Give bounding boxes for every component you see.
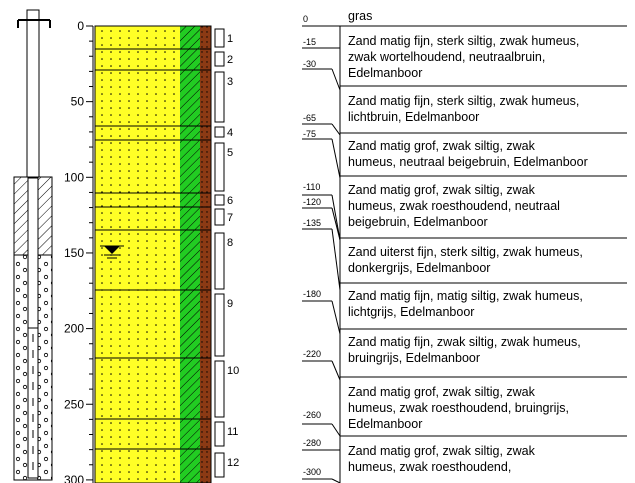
sample-number: 1 [227, 33, 233, 45]
depth-label: -110 [303, 182, 320, 192]
sample-marker [214, 142, 225, 192]
layer-description: Zand uiterst fijn, sterk siltig, zwak hu… [348, 245, 583, 259]
sample-marker [214, 293, 225, 357]
layer-description: lichtgrijs, Edelmanboor [348, 305, 474, 319]
sample-number: 5 [227, 147, 233, 159]
sample-marker [214, 232, 225, 290]
layer-description: Edelmanboor [348, 66, 422, 80]
sample-number: 4 [227, 127, 233, 139]
layer-description: humeus, zwak roesthoudend, bruingrijs, [348, 401, 569, 415]
depth-label: -180 [303, 289, 321, 299]
depth-label: -75 [303, 129, 316, 139]
layer-description: Edelmanboor [348, 417, 422, 431]
depth-tick-label: 0 [77, 19, 84, 33]
sample-marker [214, 51, 225, 67]
depth-tick-label: 200 [64, 322, 84, 336]
depth-label: -30 [303, 59, 316, 69]
sample-number: 2 [227, 54, 233, 66]
depth-label: -135 [303, 218, 321, 228]
layer-description: Zand matig fijn, matig siltig, zwak hume… [348, 289, 583, 303]
layer-description: Zand matig grof, zwak siltig, zwak [348, 183, 536, 197]
depth-label: -260 [303, 410, 321, 420]
layer-description: Zand matig grof, zwak siltig, zwak [348, 385, 536, 399]
sample-marker [214, 194, 225, 206]
sample-number: 11 [227, 426, 238, 438]
sample-number: 3 [227, 76, 233, 88]
depth-axis: 0 50 100 150 200 250 300 [64, 19, 94, 483]
depth-label: -220 [303, 349, 321, 359]
humus-column [180, 26, 200, 483]
depth-tick-label: 50 [71, 95, 85, 109]
depth-tick-label: 300 [64, 473, 84, 483]
soil-column [94, 25, 212, 483]
layer-description: donkergrijs, Edelmanboor [348, 261, 490, 275]
sample-marker [214, 421, 225, 447]
depth-label: -15 [303, 37, 316, 47]
layer-description: humeus, neutraal beigebruin, Edelmanboor [348, 155, 588, 169]
depth-tick-label: 150 [64, 246, 84, 260]
depth-tick-label: 100 [64, 170, 84, 184]
sample-number: 10 [227, 365, 239, 377]
layer-description: gras [348, 9, 372, 23]
well-inner-tube [27, 177, 39, 329]
sample-marker [214, 126, 225, 138]
peat-column [200, 26, 211, 483]
layer-description: humeus, zwak roesthoudend, [348, 460, 511, 474]
depth-label: -280 [303, 438, 321, 448]
layer-description: Zand matig fijn, sterk siltig, zwak hume… [348, 94, 579, 108]
sample-marker [214, 71, 225, 123]
depth-label: -120 [303, 197, 321, 207]
depth-label: -300 [303, 467, 321, 477]
sample-marker [214, 360, 225, 418]
sample-number: 12 [227, 457, 239, 469]
depth-tick-label: 250 [64, 397, 84, 411]
layer-description: lichtbruin, Edelmanboor [348, 110, 479, 124]
layer-description: Zand matig grof, zwak siltig, zwak [348, 444, 536, 458]
layer-description: beigebruin, Edelmanboor [348, 215, 488, 229]
depth-label: -65 [303, 113, 316, 123]
layer-description: humeus, zwak roesthoudend, neutraal [348, 199, 560, 213]
depth-label: 0 [303, 14, 308, 24]
layer-description: Zand matig grof, zwak siltig, zwak [348, 139, 536, 153]
sample-number: 8 [227, 237, 233, 249]
sample-marker [214, 28, 225, 48]
layer-description: Zand matig fijn, sterk siltig, zwak hume… [348, 34, 579, 48]
sample-marker [214, 452, 225, 478]
sample-number: 9 [227, 298, 233, 310]
layer-description: Zand matig fijn, zwak siltig, zwak humeu… [348, 335, 581, 349]
layer-description: zwak wortelhoudend, neutraalbruin, [348, 50, 545, 64]
well-diagram [13, 9, 53, 481]
sample-number: 7 [227, 212, 233, 224]
groundwater-level-icon [100, 245, 124, 259]
layer-descriptions: 0 -15 -30 -65 -75 -110 -120 -135 -180 -220 -260 -28… [302, 9, 627, 483]
sample-marker [214, 208, 225, 226]
sample-number: 6 [227, 195, 233, 207]
layer-description: bruingrijs, Edelmanboor [348, 351, 480, 365]
